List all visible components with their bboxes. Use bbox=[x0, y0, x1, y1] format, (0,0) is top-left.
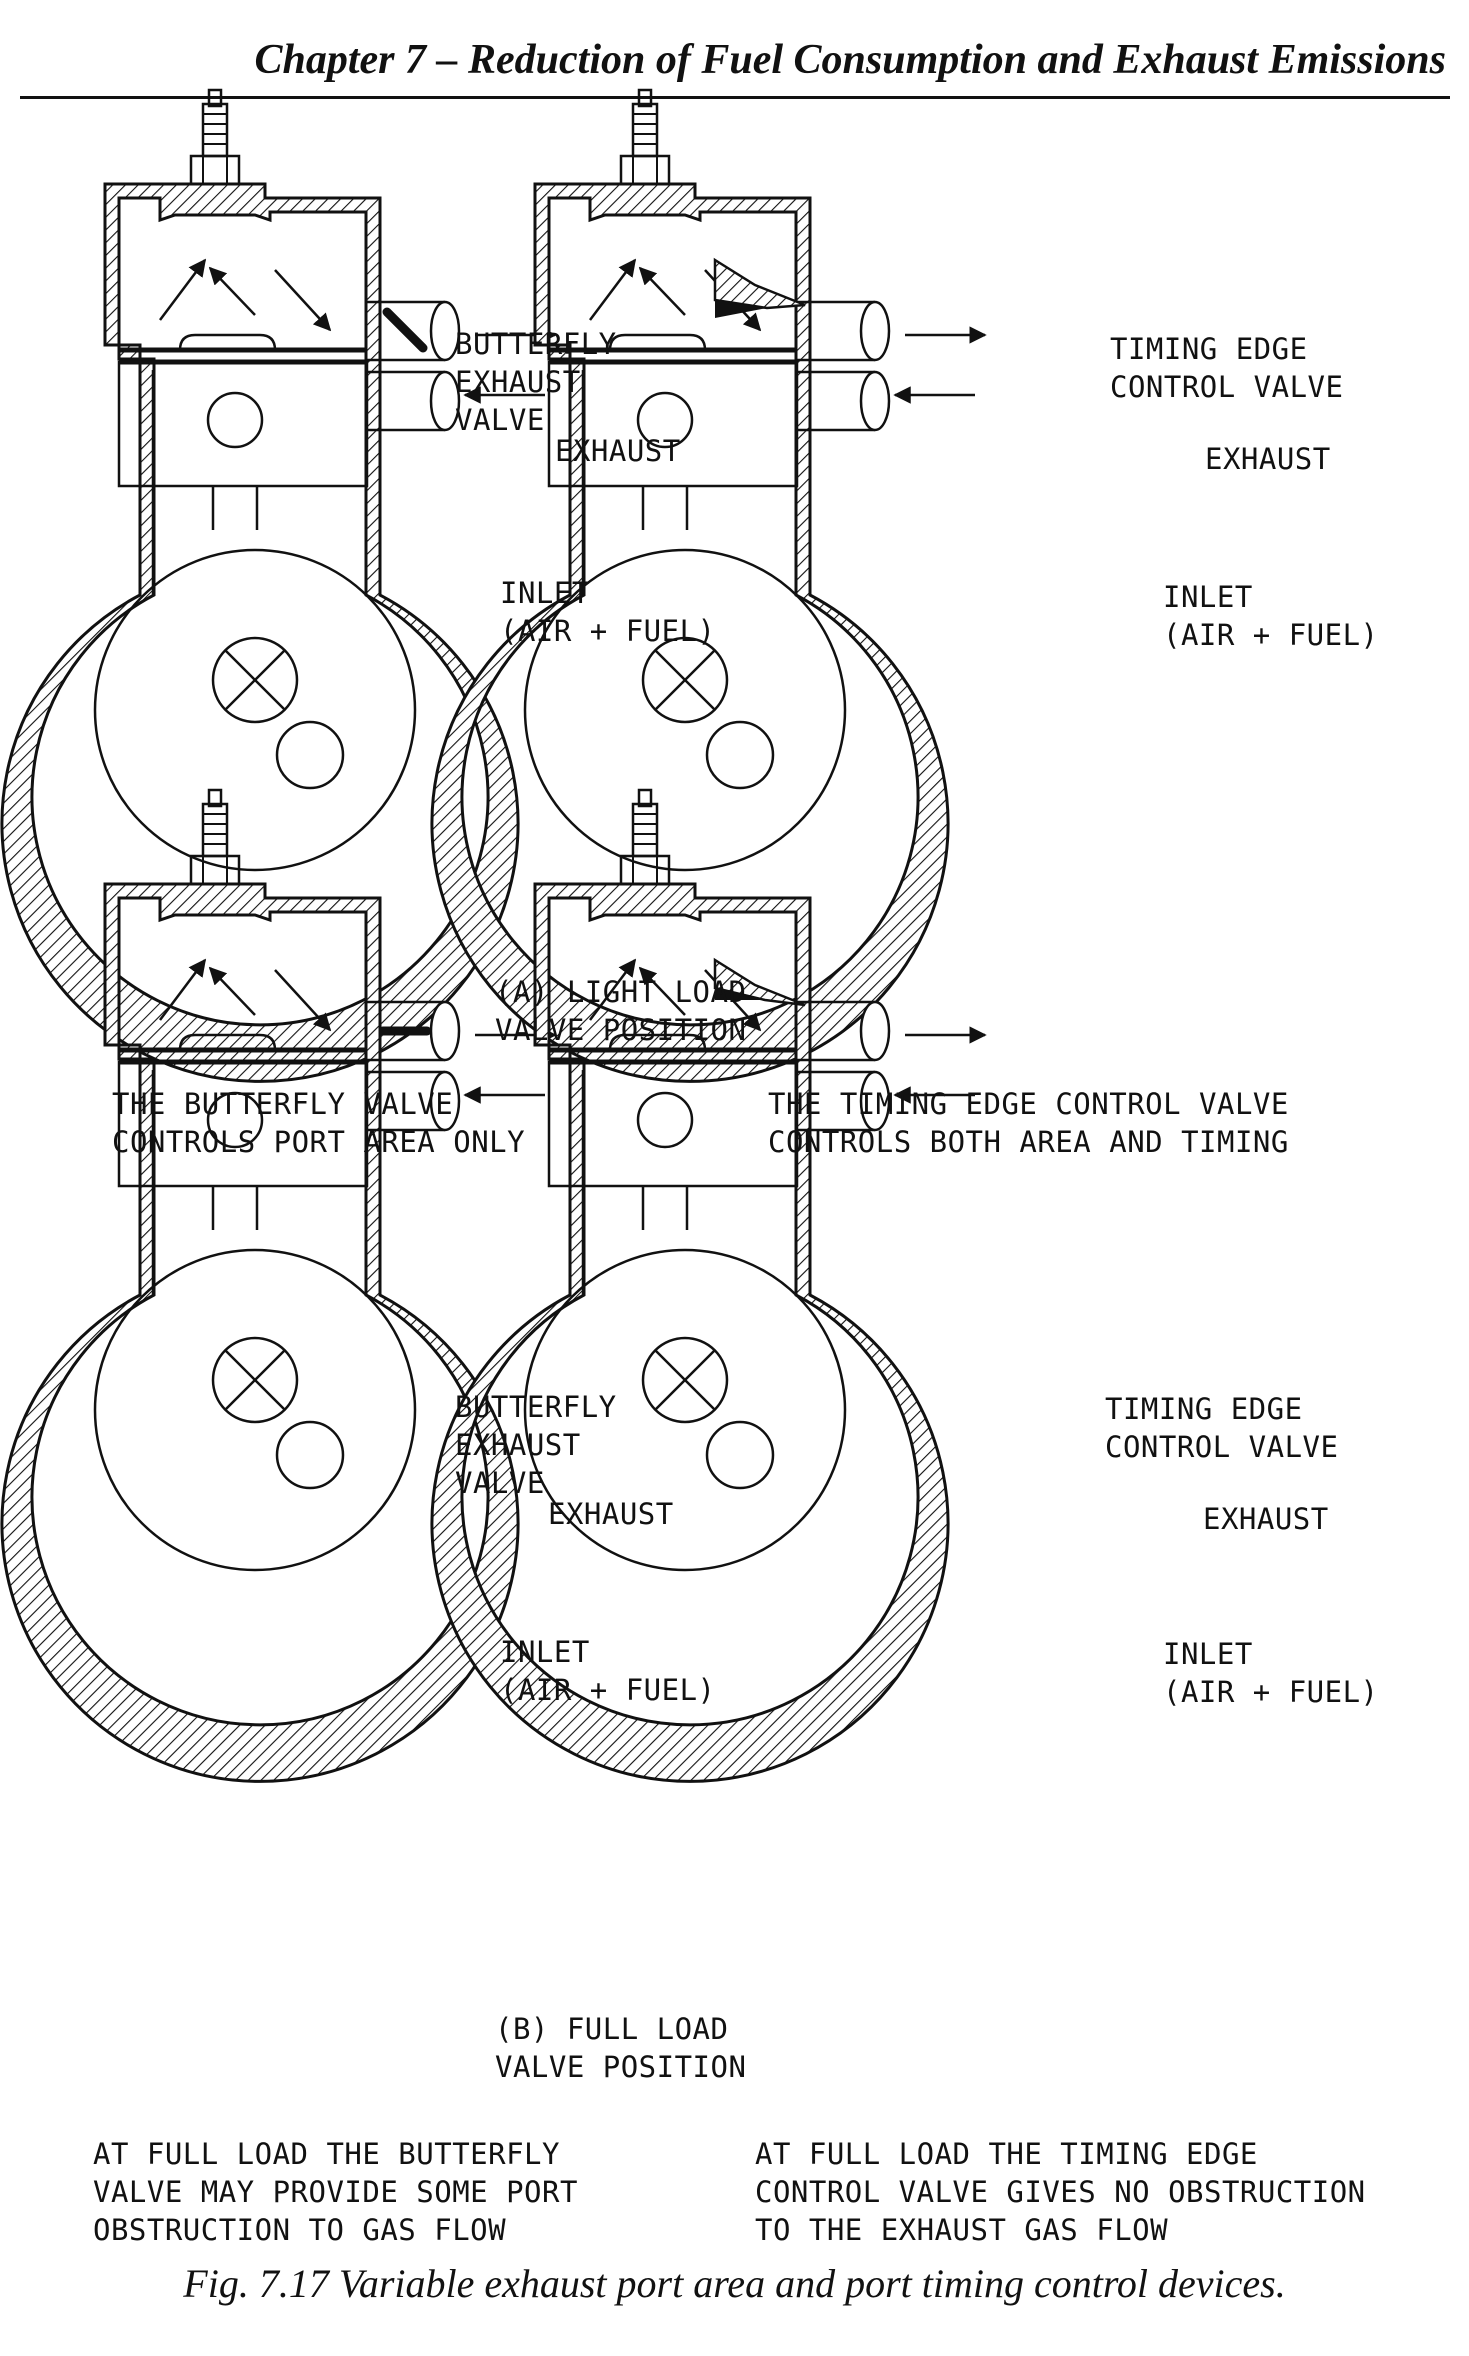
exhaust-label-b2: EXHAUST bbox=[1203, 1502, 1329, 1536]
butterfly-note-b: AT FULL LOAD THE BUTTERFLY VALVE MAY PRO… bbox=[93, 2137, 578, 2247]
timing-note-b: AT FULL LOAD THE TIMING EDGE CONTROL VAL… bbox=[755, 2137, 1366, 2247]
timing-note-a: THE TIMING EDGE CONTROL VALVE CONTROLS B… bbox=[768, 1087, 1289, 1159]
exhaust-label-b1: EXHAUST bbox=[548, 1497, 674, 1531]
light-load-label: (A) LIGHT LOAD VALVE POSITION bbox=[495, 975, 747, 1047]
engine-b-timing bbox=[432, 790, 985, 1781]
engine-a-timing bbox=[432, 90, 985, 1081]
timing-valve-label-b: TIMING EDGE CONTROL VALVE bbox=[1105, 1392, 1339, 1464]
butterfly-note-a: THE BUTTERFLY VALVE CONTROLS PORT AREA O… bbox=[112, 1087, 526, 1159]
butterfly-valve-label-a: BUTTERFLY EXHAUST VALVE bbox=[455, 327, 617, 437]
exhaust-label-a2: EXHAUST bbox=[1205, 442, 1331, 476]
timing-valve-label-a: TIMING EDGE CONTROL VALVE bbox=[1110, 332, 1344, 404]
full-load-label: (B) FULL LOAD VALVE POSITION bbox=[495, 2012, 747, 2084]
figure-caption: Fig. 7.17 Variable exhaust port area and… bbox=[183, 2261, 1286, 2306]
inlet-label-b2: INLET (AIR + FUEL) bbox=[1163, 1637, 1379, 1709]
inlet-label-a1: INLET (AIR + FUEL) bbox=[500, 576, 716, 648]
inlet-label-b1: INLET (AIR + FUEL) bbox=[500, 1635, 716, 1707]
page-header: Chapter 7 – Reduction of Fuel Consumptio… bbox=[20, 18, 1450, 99]
exhaust-label-a1: EXHAUST bbox=[555, 434, 681, 468]
inlet-label-a2: INLET (AIR + FUEL) bbox=[1163, 580, 1379, 652]
chapter-title: Chapter 7 – Reduction of Fuel Consumptio… bbox=[254, 37, 1446, 83]
engine-a-butterfly bbox=[2, 90, 555, 1081]
butterfly-valve-label-b: BUTTERFLY EXHAUST VALVE bbox=[455, 1390, 617, 1500]
engine-b-butterfly bbox=[2, 790, 555, 1781]
